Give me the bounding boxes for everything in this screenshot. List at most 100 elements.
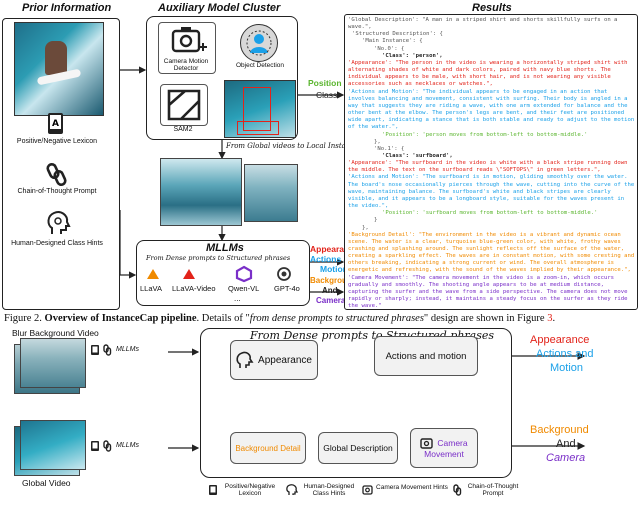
- aux-title: Auxiliary Model Cluster: [158, 2, 281, 14]
- position-label: Position: [308, 78, 342, 88]
- res-main-instance: 'Main Instance': {: [362, 38, 423, 45]
- res-no1: 'No.1': {: [374, 145, 405, 152]
- model-gpt4o: GPT-4o: [274, 284, 300, 293]
- caption-italic: from dense prompts to structured phrases: [249, 313, 424, 324]
- camera-motion-box: [158, 22, 216, 74]
- results-title: Results: [472, 2, 512, 14]
- legend-chain-icon: [452, 484, 462, 496]
- camera-motion-label: Camera Motion Detector: [163, 58, 209, 73]
- res-position1: 'Position': 'surfboard moves from bottom…: [382, 210, 598, 217]
- llava-icon: [146, 268, 160, 280]
- actions-box-label: Actions and motion: [385, 350, 467, 362]
- res-global: 'Global Description': "A man in a stripe…: [348, 17, 621, 31]
- head-icon-small: [236, 351, 254, 368]
- legend-camera-icon: [362, 484, 374, 496]
- res-appearance0: 'Appearance': "The person in the video i…: [348, 59, 631, 88]
- sam2-box: [160, 84, 208, 126]
- res-class1: 'Class': 'surfboard',: [382, 152, 453, 159]
- global-video-label: Global Video: [22, 478, 71, 488]
- caption-end: " design are shown in Figure: [423, 313, 548, 324]
- motion-label: Motion: [320, 264, 348, 274]
- object-detection-label: Object Detection: [235, 62, 285, 69]
- camera-movement-box: Camera Movement: [410, 428, 478, 468]
- class-hints-label: Human-Designed Class Hints: [11, 240, 103, 247]
- sam2-label: SAM2: [173, 126, 193, 133]
- gpt-icon: [276, 266, 292, 282]
- bg-detail-label: Background Detail: [235, 443, 301, 453]
- out-actions: Actions and: [536, 348, 594, 360]
- surfer-video-frame: [14, 22, 104, 116]
- cot-label: Chain-of-Thought Prompt: [17, 188, 97, 195]
- caption-bold: Overview of InstanceCap pipeline: [44, 313, 197, 324]
- bbox-surfboard: [237, 121, 279, 135]
- llava-video-icon: [182, 268, 196, 280]
- results-text: 'Global Description': "A man in a stripe…: [348, 17, 636, 310]
- head-icon: [46, 210, 71, 236]
- res-class0: 'Class': 'person',: [382, 52, 443, 59]
- camera-icon-small: [420, 438, 434, 449]
- out-camera: Camera: [546, 452, 586, 464]
- background-label: Background: [310, 276, 357, 285]
- res-close3: },: [362, 224, 369, 231]
- lexicon-icon: A: [46, 112, 66, 136]
- res-close2: }: [374, 217, 378, 224]
- bg-detail-box: Background Detail: [230, 432, 306, 464]
- out-appearance: Appearance: [530, 334, 590, 346]
- res-background: 'Background Detail': "The environment in…: [348, 231, 638, 274]
- res-camera: 'Camera Movement': "The camera movement …: [348, 274, 631, 310]
- caption-mid: . Details of ": [196, 313, 250, 324]
- model-qwen: Qwen-VL: [228, 284, 260, 293]
- class-label: Class: [316, 90, 338, 100]
- global-video-front: [20, 420, 86, 470]
- mllm-subtitle: From Dense prompts to Structured phrases: [146, 254, 291, 262]
- lexicon-icon-small: [90, 344, 100, 356]
- blur-video-label: Blur Background Video: [12, 328, 99, 338]
- and-label: And: [322, 286, 338, 295]
- caption-prefix: Figure 2.: [4, 313, 45, 324]
- legend-camera-hints: Camera Movement Hints: [376, 484, 448, 491]
- model-llava: LLaVA: [140, 284, 162, 293]
- appearance-box-label: Appearance: [258, 354, 312, 366]
- res-actions1: 'Actions and Motion': "The surfboard is …: [348, 174, 638, 210]
- chain-icon-small-2: [102, 440, 112, 452]
- caption-ref[interactable]: 3: [547, 313, 553, 324]
- svg-text:A: A: [52, 119, 59, 129]
- bbox-person: [243, 87, 271, 131]
- res-close1: },: [374, 138, 381, 145]
- legend-lexicon-icon: [208, 484, 218, 496]
- actions-label: Actions and: [310, 254, 359, 264]
- chain-icon: [46, 162, 68, 187]
- caption-dot: .: [552, 313, 556, 324]
- mllm-title: MLLMs: [206, 242, 244, 254]
- results-panel: [344, 14, 638, 310]
- lexicon-label: Positive/Negative Lexicon: [16, 138, 98, 145]
- prior-title: Prior Information: [22, 2, 112, 14]
- model-more: ...: [234, 294, 241, 303]
- instance-frames-2: [244, 164, 298, 222]
- lexicon-icon-small-2: [90, 440, 100, 452]
- out-background: Background: [530, 424, 589, 436]
- actions-box: Actions and motion: [374, 336, 478, 376]
- legend-class-hints: Human-Designed Class Hints: [303, 483, 355, 498]
- legend-head-icon: [286, 484, 299, 496]
- global-desc-label: Global Description: [323, 443, 393, 453]
- qwen-icon: [235, 265, 253, 283]
- model-llava-video: LLaVA-Video: [172, 284, 216, 293]
- camera-label: Camera: [316, 296, 346, 305]
- chain-icon-small: [102, 344, 112, 356]
- mllms-label-1: MLLMs: [116, 346, 139, 353]
- global-desc-box: Global Description: [318, 432, 398, 464]
- camera-box-label-1: Camera: [437, 438, 468, 448]
- res-structured: 'Structured Description': {: [352, 31, 443, 38]
- res-no0: 'No.0': {: [374, 45, 405, 52]
- legend-lexicon: Positive/Negative Lexicon: [224, 483, 276, 498]
- object-detection-icon: [240, 24, 278, 62]
- appearance-box: Appearance: [230, 340, 318, 380]
- res-actions0: 'Actions and Motion': "The individual ap…: [348, 88, 638, 131]
- mllms-label-2: MLLMs: [116, 442, 139, 449]
- surfer-figure: [45, 41, 67, 75]
- camera-box-label-2: Movement: [424, 449, 464, 459]
- mllm-panel: [136, 240, 310, 306]
- out-and: And: [556, 438, 576, 450]
- global-local-label: From Global videos to Local Instances: [226, 142, 362, 150]
